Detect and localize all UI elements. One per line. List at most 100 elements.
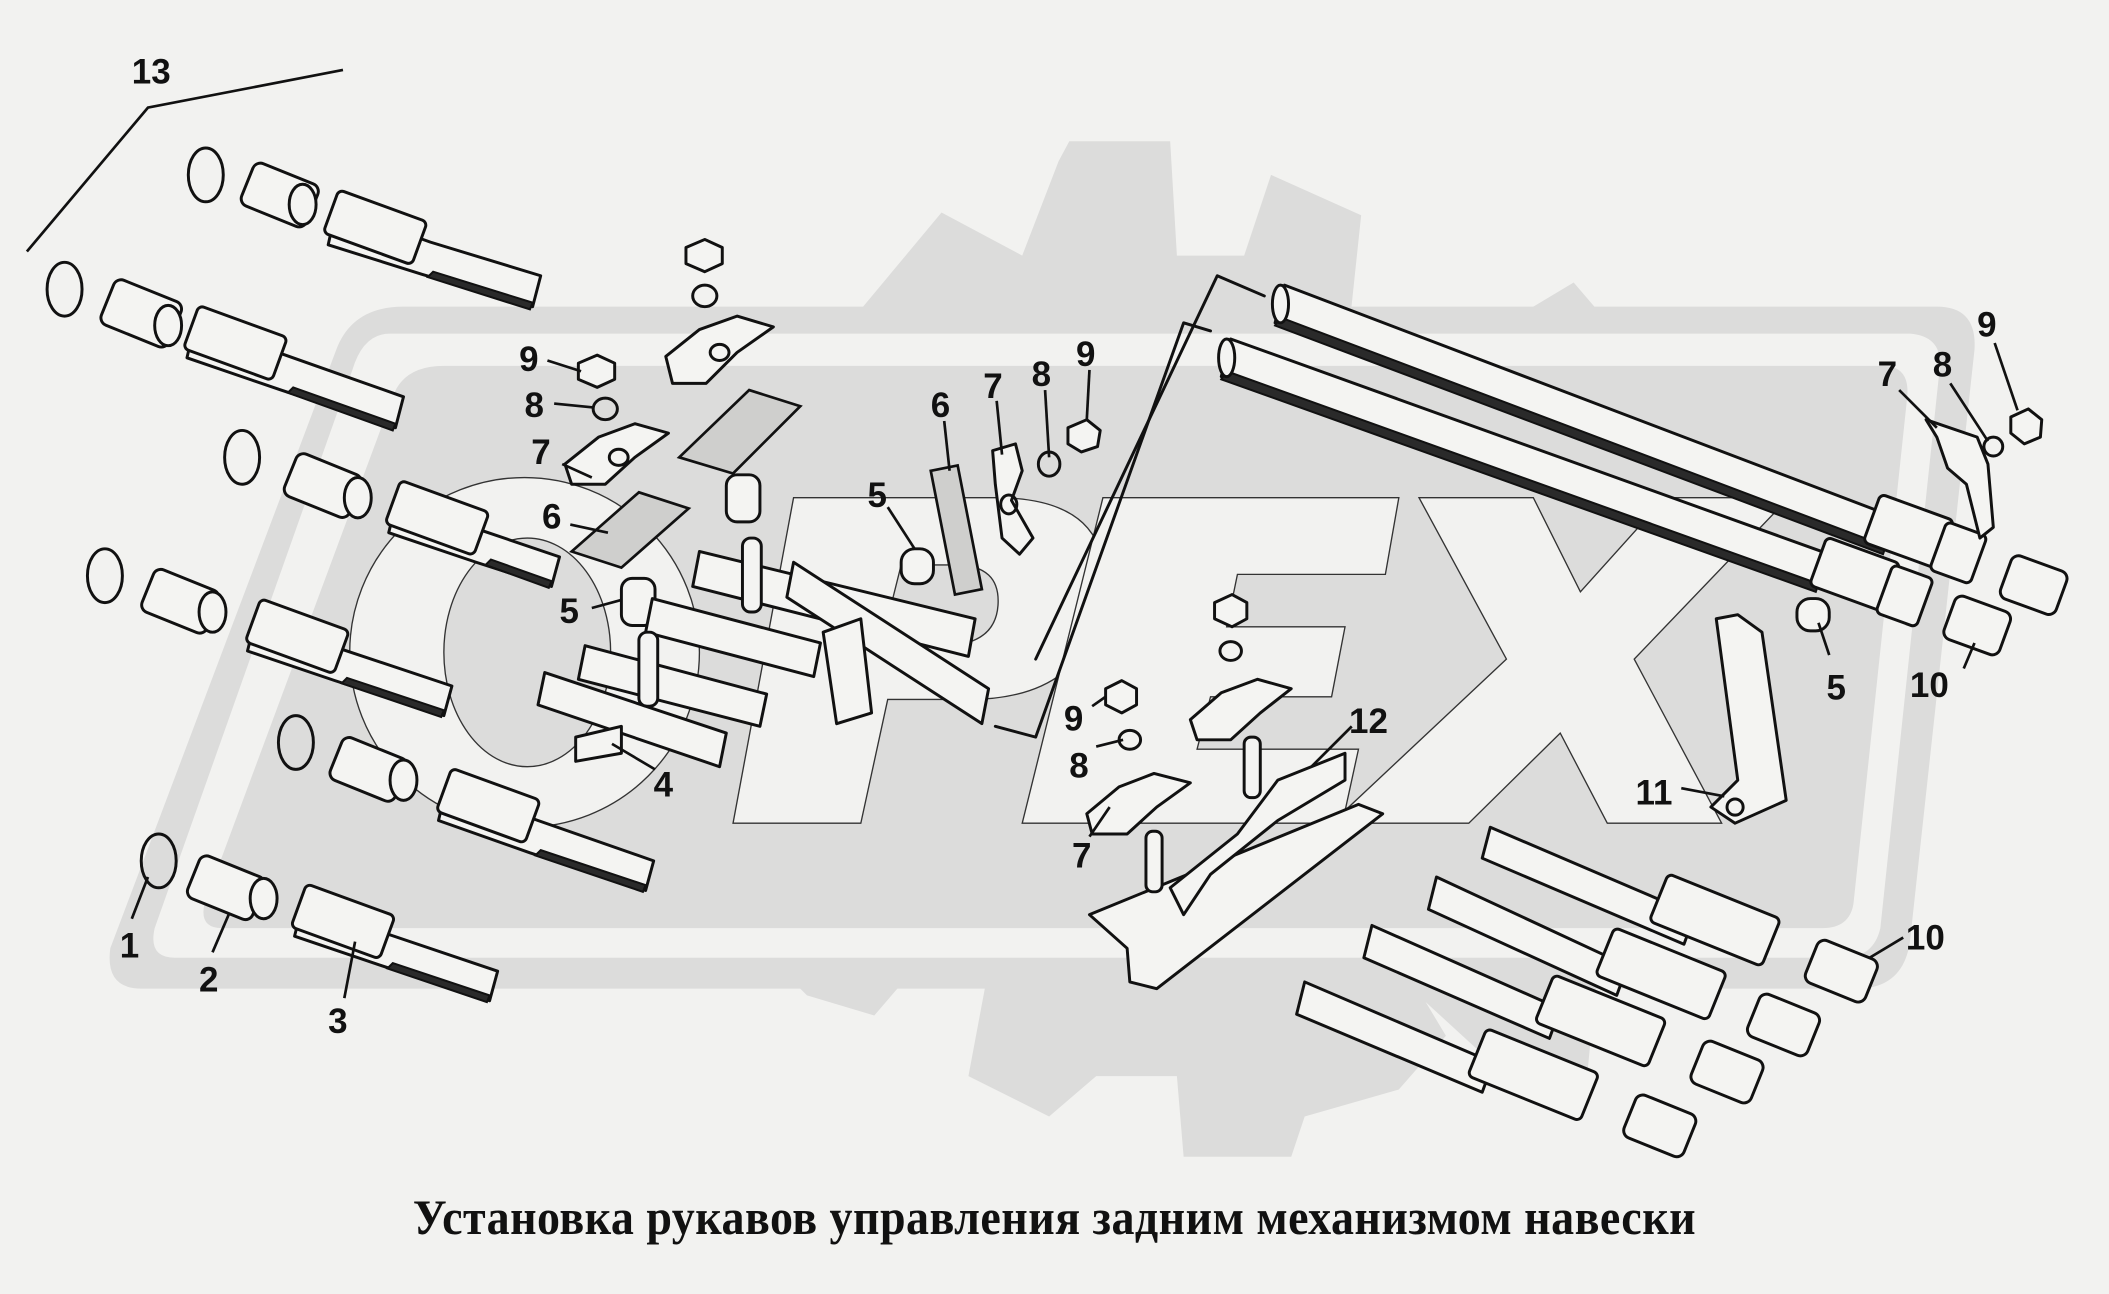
hose-set-left <box>45 146 656 1004</box>
callout-6: 6 <box>542 498 561 537</box>
hose[interactable] <box>245 598 454 719</box>
leader-line <box>1868 936 1904 959</box>
hose[interactable] <box>1480 825 1781 967</box>
o-ring[interactable] <box>186 146 225 204</box>
adapter-fitting[interactable] <box>139 567 228 636</box>
spring-washer[interactable] <box>691 283 719 309</box>
rubber-pad[interactable] <box>676 388 803 475</box>
spring-washer[interactable] <box>1982 435 2005 458</box>
leader-line <box>1681 786 1725 798</box>
hose[interactable] <box>1362 923 1667 1068</box>
rubber-pad[interactable] <box>568 490 692 570</box>
clamp[interactable] <box>1085 771 1192 836</box>
adapter-fitting[interactable] <box>98 277 184 349</box>
adapter-fitting[interactable] <box>185 853 279 922</box>
hose[interactable] <box>290 883 500 1004</box>
leader-line <box>343 941 357 999</box>
adapter-fitting[interactable] <box>1998 554 2069 617</box>
leader-line <box>1088 806 1111 838</box>
callout-7: 7 <box>1878 355 1897 394</box>
o-ring[interactable] <box>85 547 124 605</box>
adapter-fitting[interactable] <box>1803 938 1880 1005</box>
leader-line <box>886 506 916 550</box>
clamp[interactable] <box>991 442 1035 556</box>
callout-9: 9 <box>1977 305 1996 344</box>
hose[interactable] <box>1426 875 1727 1021</box>
mounting-plate-assembly <box>1085 593 1385 991</box>
clamp[interactable] <box>563 422 670 486</box>
leader-line <box>1085 369 1091 420</box>
callout-9: 9 <box>1064 699 1083 738</box>
adapter-fitting[interactable] <box>282 451 373 520</box>
adapter-fitting[interactable] <box>328 735 419 804</box>
nut[interactable] <box>576 353 617 389</box>
callout-8: 8 <box>525 386 544 425</box>
callout-6: 6 <box>931 386 950 425</box>
callout-5: 5 <box>560 592 579 631</box>
mounting-plate[interactable] <box>1087 802 1385 991</box>
hose[interactable] <box>1295 980 1599 1121</box>
hose-set-lower-right <box>1295 825 1880 1160</box>
adapter-fitting[interactable] <box>1689 1039 1766 1106</box>
clamp[interactable] <box>1188 677 1293 742</box>
leader-line <box>561 462 593 479</box>
spring-washer[interactable] <box>1218 640 1243 662</box>
adapter-fitting[interactable] <box>1942 594 2013 657</box>
leader-line <box>1993 342 2019 411</box>
leader-line <box>130 876 150 920</box>
adapter-fitting[interactable] <box>1621 1093 1698 1160</box>
center-clamp-assembly <box>536 237 1102 769</box>
diagram-caption: Установка рукавов управления задним меха… <box>412 1189 1697 1245</box>
hose-bundle-clamp[interactable] <box>536 536 991 769</box>
spacer-bushing[interactable] <box>1795 597 1831 633</box>
o-ring[interactable] <box>45 260 84 318</box>
leader-line <box>995 400 1004 455</box>
nut[interactable] <box>2009 407 2044 446</box>
clamp[interactable] <box>664 314 775 385</box>
callout-2: 2 <box>199 960 218 999</box>
hose[interactable] <box>385 480 562 590</box>
nut[interactable] <box>1104 679 1139 715</box>
callout-10: 10 <box>1910 666 1949 705</box>
callout-7: 7 <box>983 367 1002 406</box>
adapter-fitting[interactable] <box>1745 992 1822 1059</box>
callout-4: 4 <box>654 765 674 804</box>
nut[interactable] <box>1213 593 1249 629</box>
leader-line <box>570 523 609 534</box>
callout-9: 9 <box>519 340 538 379</box>
clamp[interactable] <box>1924 418 1995 540</box>
o-ring[interactable] <box>223 428 262 486</box>
leader-line <box>1898 389 1938 429</box>
hose[interactable] <box>436 768 656 894</box>
callout-5: 5 <box>1827 668 1846 707</box>
leader-line <box>547 359 582 373</box>
leader-line <box>1949 382 1990 442</box>
o-ring[interactable] <box>139 832 178 890</box>
leader-line <box>942 420 951 471</box>
callout-11: 11 <box>1636 773 1673 812</box>
callout-3: 3 <box>328 1002 347 1041</box>
bracket[interactable] <box>1709 613 1788 825</box>
leader-line <box>211 914 230 953</box>
callouts: 13 1 2 3 4 5 5 5 6 6 7 7 7 7 8 8 <box>25 52 2019 1041</box>
callout-8: 8 <box>1069 746 1088 785</box>
spacer-bushing[interactable] <box>724 473 762 524</box>
long-hose[interactable] <box>1270 283 1988 585</box>
hose[interactable] <box>183 305 405 432</box>
spring-washer[interactable] <box>591 396 619 422</box>
spacer-bushing[interactable] <box>899 547 935 586</box>
callout-5: 5 <box>868 476 887 515</box>
callout-12: 12 <box>1349 702 1388 741</box>
leader-line <box>1962 642 1976 670</box>
o-ring[interactable] <box>276 714 315 771</box>
callout-13: 13 <box>132 52 171 91</box>
adapter-fitting[interactable] <box>239 161 321 230</box>
callout-9: 9 <box>1076 335 1095 374</box>
leader-line <box>591 598 622 610</box>
nut[interactable] <box>684 237 724 274</box>
long-hose[interactable] <box>1217 337 1934 628</box>
hose[interactable] <box>323 189 543 311</box>
leader-line <box>1043 390 1051 458</box>
leader-line <box>554 402 595 409</box>
